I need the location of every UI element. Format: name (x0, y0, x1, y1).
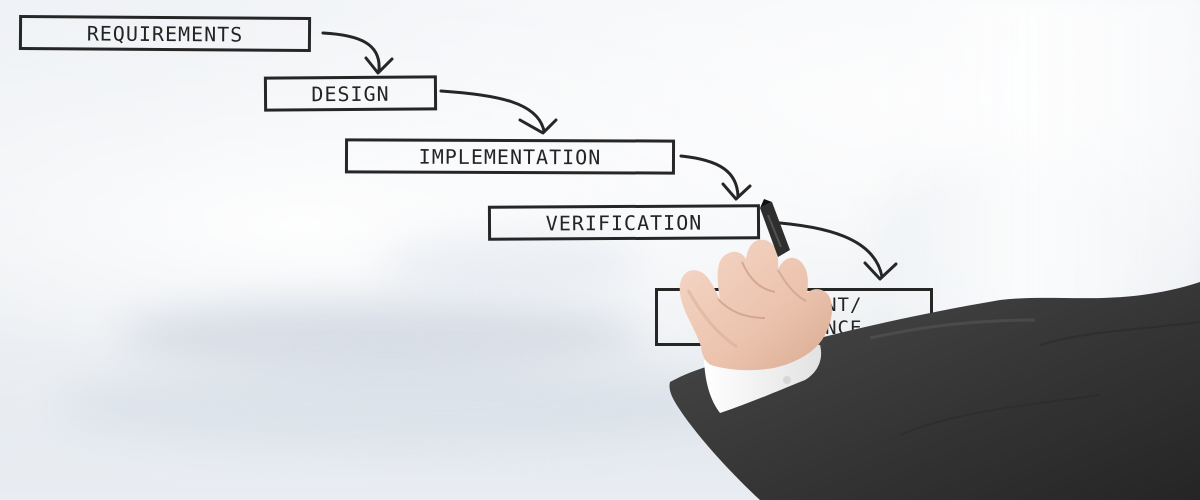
sleeve-fold (899, 394, 1101, 436)
finger-crease (717, 298, 766, 319)
marker-tip (760, 199, 772, 208)
hand (679, 239, 833, 371)
background-blur-band (120, 300, 640, 370)
background-blur-band (60, 360, 740, 450)
suit-sleeve (669, 282, 1200, 500)
arrow-verification-to-deployment (766, 220, 898, 281)
cuff-button (783, 376, 791, 384)
background-blur-band (380, 235, 640, 295)
arrow-implementation-to-verification (679, 154, 752, 201)
sleeve-fold (1039, 321, 1200, 346)
marker-highlight (767, 214, 782, 248)
finger-crease (741, 261, 776, 293)
arrow-design-to-implementation (439, 89, 558, 135)
finger-crease (777, 269, 807, 302)
thumb-shadow (686, 289, 738, 349)
sleeve-highlight (869, 318, 1036, 340)
arrow-requirements-to-design (321, 31, 394, 75)
